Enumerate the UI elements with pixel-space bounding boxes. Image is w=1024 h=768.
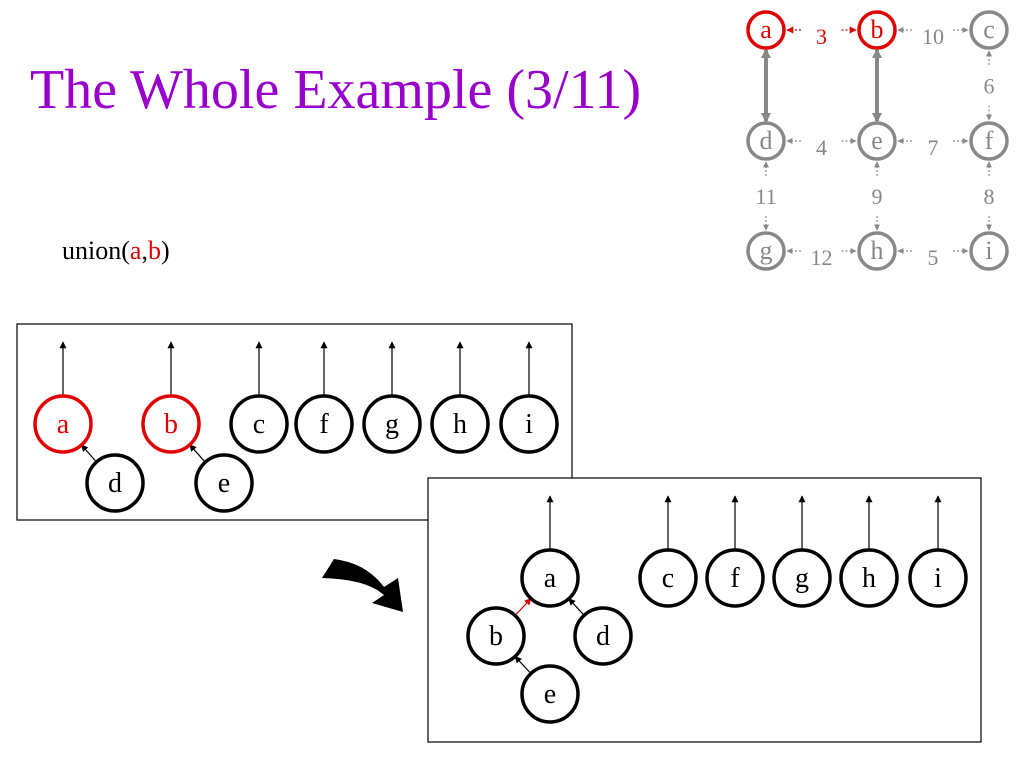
graph-edge-h-i: 5 [897,245,969,270]
graph-edge-weight: 3 [816,24,827,49]
graph-edge-g-h: 12 [786,245,857,270]
tree-node-label: c [662,563,674,594]
operation-arg-a: a [129,236,142,265]
operation-open-paren: ( [121,236,130,265]
graph-edge-f-i: 8 [984,161,995,231]
parent-link-e-b [514,655,532,674]
graph-node-e: e [857,121,897,161]
tree-node-b: b [141,394,201,454]
operation-comma: , [141,236,148,265]
graph-node-label: i [985,236,992,265]
graph-node-label: h [871,236,884,265]
tree-node-label: b [489,621,503,652]
parent-link-d-a [568,598,585,616]
after-forest: a c f g h i b d e [466,495,968,724]
tree-node-c: c [638,548,698,608]
operation-name: union [62,236,122,265]
graph-node-a: a [746,10,786,50]
tree-node-label: d [108,468,122,499]
slide-title: The Whole Example (3/11) [30,59,642,121]
graph-node-d: d [746,121,786,161]
graph-node-label: f [985,126,994,155]
tree-node-label: a [544,563,557,594]
tree-node-e: e [520,664,580,724]
graph-node-label: b [871,15,884,44]
graph-edge-e-h: 9 [872,161,883,231]
after-panel [427,477,982,743]
tree-node-label: e [218,468,230,499]
graph-edge-weight: 9 [872,184,883,209]
before-forest: a b c f g h i d e [33,341,559,513]
tree-node-label: c [253,409,265,440]
tree-node-label: i [525,409,533,440]
graph-edge-weight: 12 [811,245,833,270]
graph-node-label: a [760,15,772,44]
graph-edge-c-f: 6 [984,50,995,121]
graph-node-f: f [969,121,1009,161]
graph-edge-weight: 7 [928,135,939,160]
tree-node-label: g [795,563,809,594]
graph: 3 10 6 4 7 11 9 8 12 5 a b c d e f g h i [746,10,1009,271]
parent-link-d-a [81,444,97,463]
graph-edge-e-f: 7 [897,135,969,160]
tree-node-i: i [908,548,968,608]
tree-node-label: h [862,563,876,594]
tree-node-label: i [934,563,942,594]
operation-label: union(a,b) [62,236,170,266]
graph-edge-weight: 6 [984,74,995,99]
tree-node-e: e [194,453,254,513]
graph-edge-d-g: 11 [755,161,777,231]
tree-node-label: h [453,409,467,440]
graph-node-g: g [746,231,786,271]
operation-close-paren: ) [160,236,170,265]
graph-edge-weight: 8 [984,184,995,209]
graph-node-h: h [857,231,897,271]
graph-edge-d-e: 4 [786,135,857,160]
graph-edge-weight: 4 [816,135,827,160]
tree-node-d: d [85,453,145,513]
graph-node-label: d [760,126,773,155]
tree-node-g: g [772,548,832,608]
tree-node-b: b [466,606,526,666]
tree-node-d: d [573,606,633,666]
graph-node-i: i [969,231,1009,271]
parent-link-e-b [189,444,206,463]
tree-node-label: f [319,409,329,440]
tree-node-label: b [164,409,178,440]
parent-link-b-a [514,597,532,616]
graph-edge-b-c: 10 [897,24,969,49]
graph-node-c: c [969,10,1009,50]
graph-node-label: e [871,126,883,155]
graph-edge-weight: 10 [922,24,944,49]
tree-node-a: a [520,548,580,608]
operation-arg-b: b [147,236,161,265]
tree-node-f: f [705,548,765,608]
tree-node-label: f [730,563,740,594]
tree-node-a: a [33,394,93,454]
graph-node-label: g [760,236,773,265]
tree-node-h: h [839,548,899,608]
graph-edge-weight: 11 [755,184,776,209]
tree-node-g: g [362,394,422,454]
tree-node-f: f [294,394,354,454]
graph-edge-weight: 5 [928,245,939,270]
tree-node-h: h [430,394,490,454]
tree-node-i: i [499,394,559,454]
graph-edge-a-b: 3 [786,24,857,49]
graph-node-label: c [983,15,995,44]
tree-node-label: d [596,621,610,652]
graph-node-b: b [857,10,897,50]
tree-node-label: g [385,409,399,440]
tree-node-label: a [57,409,70,440]
tree-node-c: c [229,394,289,454]
tree-node-label: e [544,679,556,710]
transition-arrow-icon [322,559,403,612]
